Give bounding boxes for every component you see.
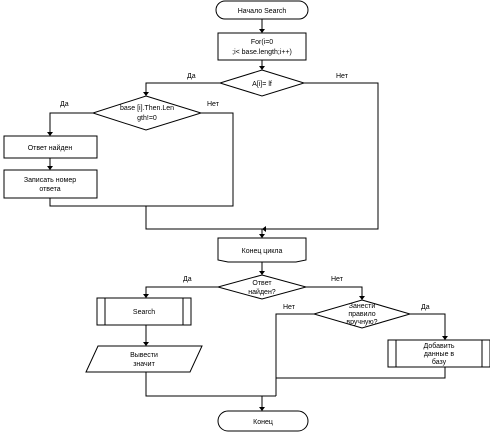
loop-start-block: For(i=0 ;i< base.length;i++): [217, 32, 307, 61]
label-no-base: Нет: [207, 101, 220, 108]
loop-start-line1: For(i=0: [251, 39, 273, 46]
decision-base-line1: base [i].Then.Len: [120, 105, 174, 112]
label-no-found: Нет: [331, 276, 344, 283]
label-yes-found: Да: [183, 276, 192, 283]
output-line1: Вывести: [130, 352, 158, 359]
search-subprocess-label: Search: [133, 309, 155, 316]
connectors: [49, 19, 446, 411]
end-label: Конец: [253, 419, 273, 426]
search-subprocess: Search: [96, 297, 192, 326]
decision-manual: Занести правило вручную?: [312, 299, 412, 329]
decision-found: Ответ найден?: [216, 274, 308, 300]
loop-end-block: Конец цикла: [217, 237, 307, 263]
decision-found-line2: найден?: [248, 288, 276, 296]
add-data-line3: базу: [432, 358, 447, 366]
label-yes-manual: Да: [421, 304, 430, 311]
start-terminator: Начало Search: [215, 0, 309, 20]
output-block: Вывести значит: [85, 345, 203, 373]
start-label: Начало Search: [238, 8, 287, 15]
decision-a: A[i]= lf: [218, 69, 306, 97]
answer-found-block: Ответ найден: [3, 135, 98, 159]
label-no-a: Нет: [336, 73, 349, 80]
add-data-line2: данные в: [424, 351, 455, 358]
add-data-subprocess: Добавить данные в базу: [387, 339, 490, 368]
output-line2: значит: [133, 361, 155, 368]
decision-found-line1: Ответ: [252, 280, 272, 287]
answer-found-label: Ответ найден: [28, 144, 73, 152]
branch-labels: Да Нет Да Нет Да Нет Нет Да: [60, 73, 430, 311]
decision-manual-line1: Занести: [349, 303, 376, 310]
store-answer-block: Записать номер ответа: [3, 169, 98, 199]
label-yes-base: Да: [60, 101, 69, 108]
store-answer-line2: ответа: [39, 186, 60, 193]
loop-end-label: Конец цикла: [242, 248, 283, 255]
decision-manual-line2: правило: [348, 311, 375, 318]
label-yes-a: Да: [187, 73, 196, 80]
arrowheads: [47, 29, 448, 411]
decision-base: base [i].Then.Len gth!=0: [91, 95, 203, 131]
label-no-manual: Нет: [283, 304, 296, 311]
decision-manual-line3: вручную?: [346, 319, 377, 326]
end-terminator: Конец: [217, 410, 309, 432]
decision-a-label: A[i]= lf: [252, 81, 272, 88]
store-answer-line1: Записать номер: [24, 177, 76, 184]
loop-start-line2: ;i< base.length;i++): [232, 49, 292, 56]
decision-base-line2: gth!=0: [137, 115, 157, 122]
add-data-line1: Добавить: [424, 342, 455, 350]
